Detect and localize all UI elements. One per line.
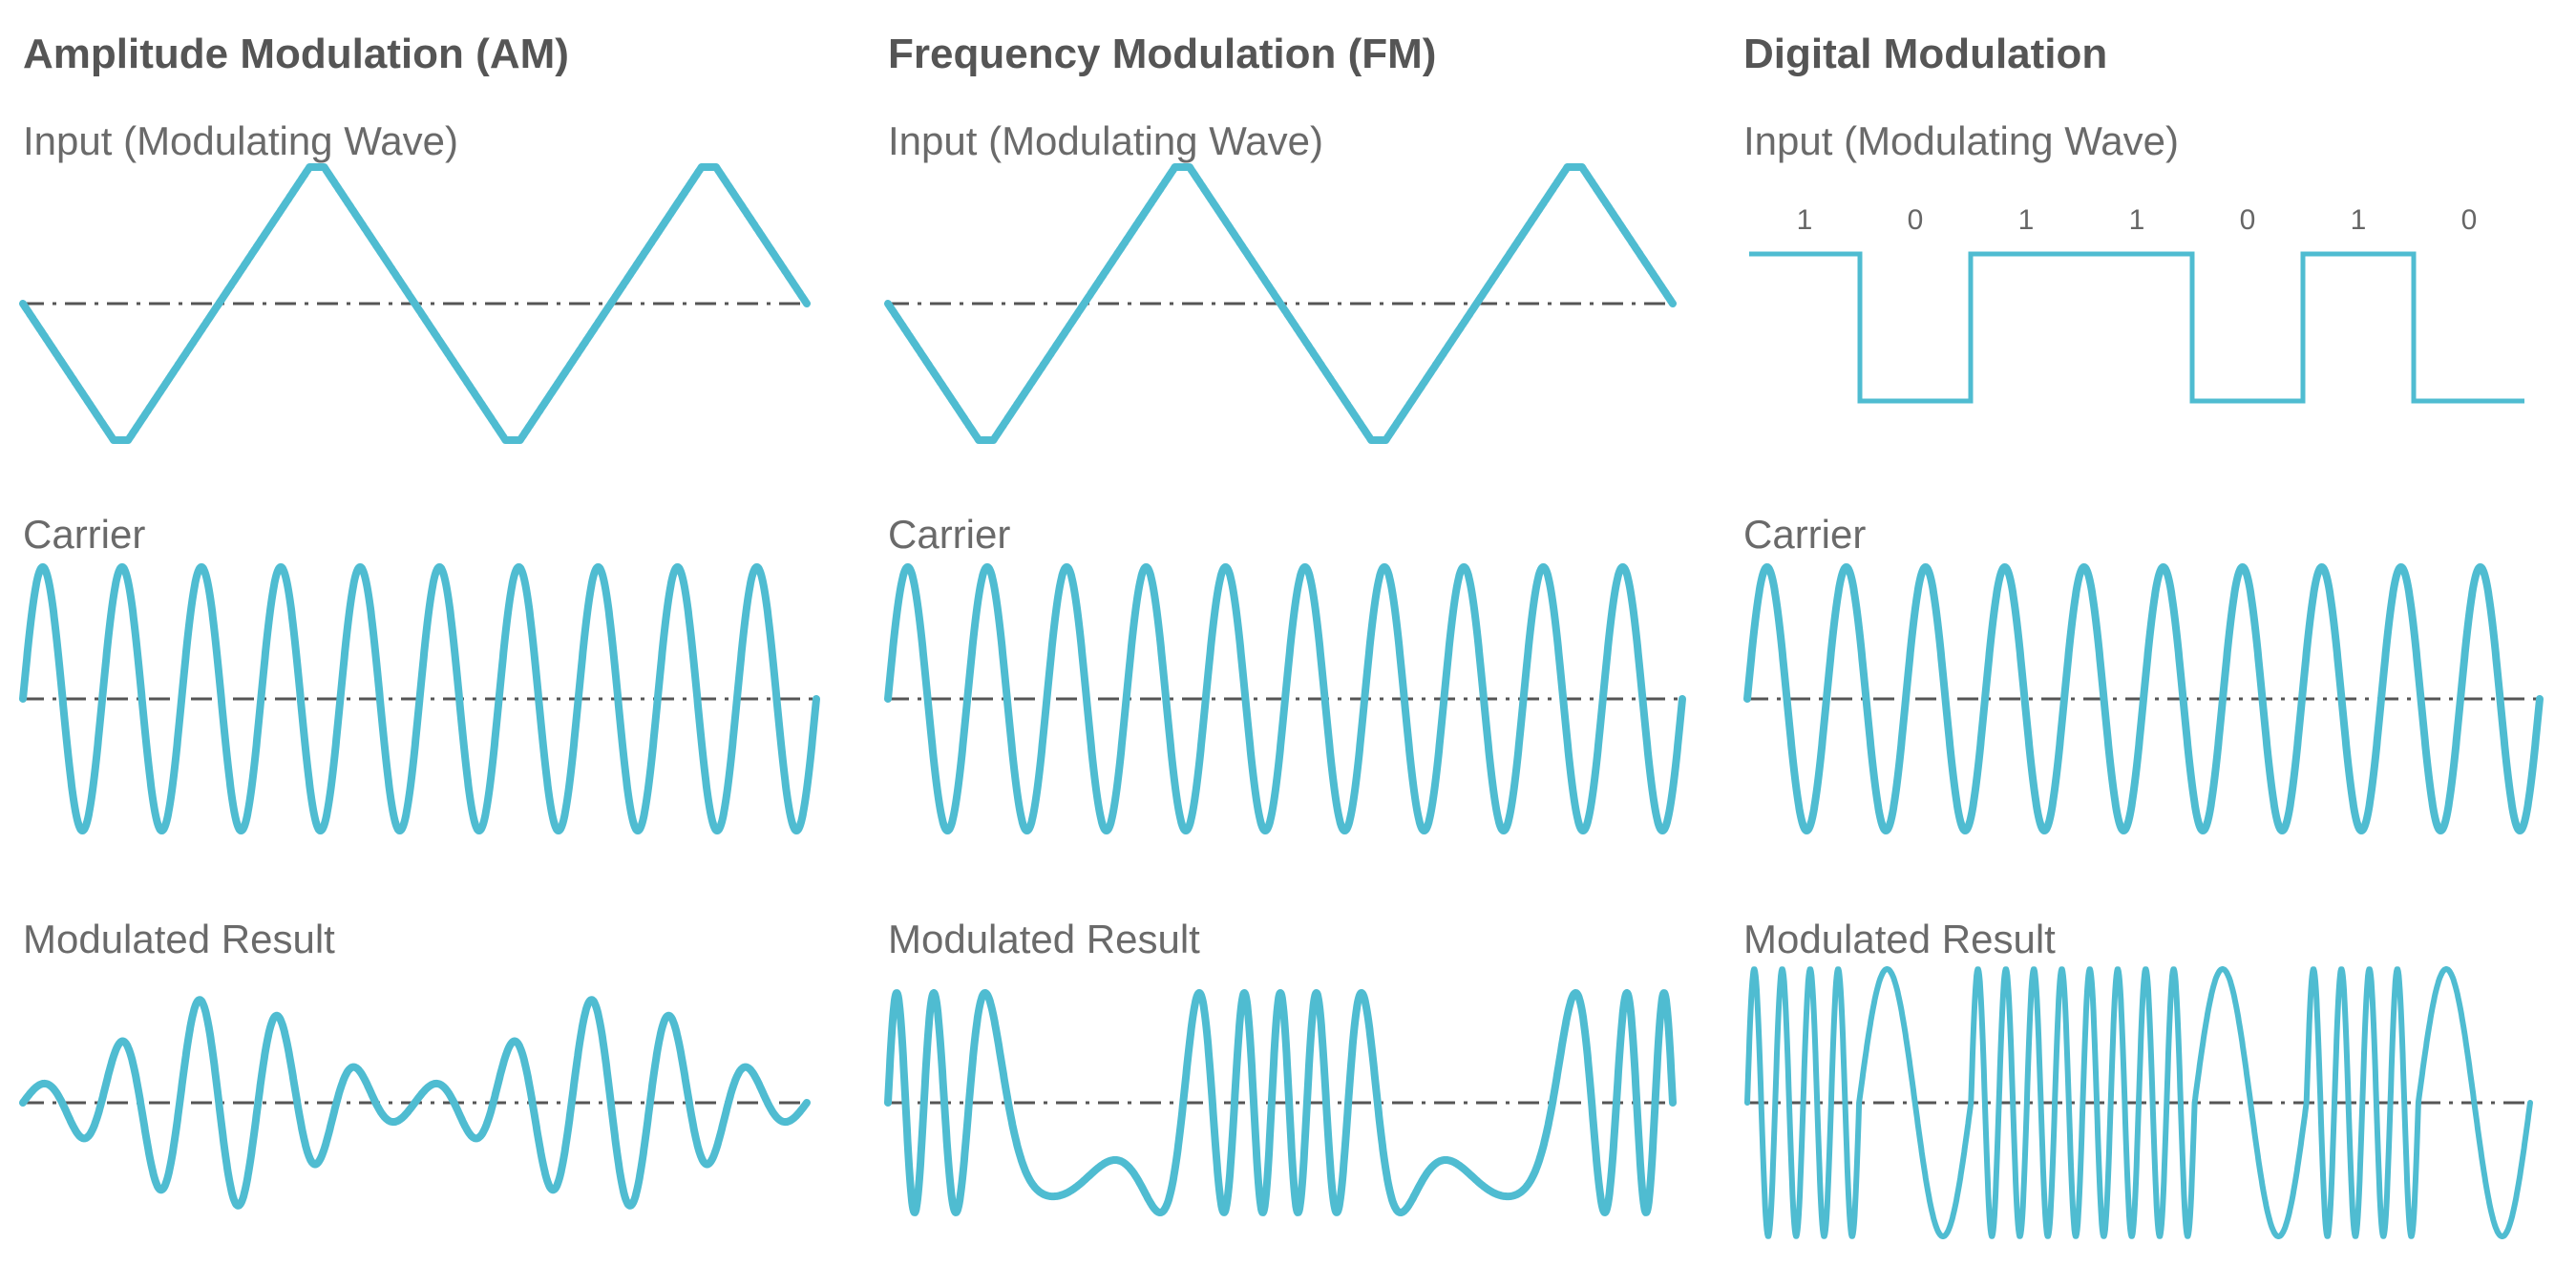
digital-carrier-label: Carrier [1743, 512, 1867, 557]
digital-carrier-wave [1743, 563, 2544, 834]
am-result-wave [19, 996, 811, 1210]
bit-label: 1 [1797, 204, 1813, 236]
fm-result-label: Modulated Result [888, 917, 1200, 961]
digital-title: Digital Modulation [1743, 31, 2108, 77]
fm-result-wave [884, 989, 1677, 1216]
digital-result-label: Modulated Result [1743, 917, 2056, 961]
bit-label: 0 [2240, 204, 2256, 236]
bit-label: 1 [2351, 204, 2367, 236]
am-input-wave [19, 163, 811, 444]
fm-title: Frequency Modulation (FM) [888, 31, 1437, 77]
am-carrier-wave [19, 563, 820, 834]
digital-input-label: Input (Modulating Wave) [1743, 118, 2179, 163]
bit-label: 0 [1908, 204, 1924, 236]
bit-label: 1 [2018, 204, 2035, 236]
bit-label: 0 [2461, 204, 2478, 236]
am-carrier-label: Carrier [23, 512, 146, 557]
fm-carrier-label: Carrier [888, 512, 1011, 557]
fm-input-label: Input (Modulating Wave) [888, 118, 1323, 163]
am-input-label: Input (Modulating Wave) [23, 118, 458, 163]
digital-result-wave [1744, 966, 2533, 1239]
digital-input-wave [1749, 251, 2524, 404]
am-title: Amplitude Modulation (AM) [23, 31, 569, 77]
fm-input-wave [884, 163, 1677, 444]
am-result-label: Modulated Result [23, 917, 335, 961]
fm-carrier-wave [884, 563, 1686, 834]
bit-label: 1 [2129, 204, 2145, 236]
